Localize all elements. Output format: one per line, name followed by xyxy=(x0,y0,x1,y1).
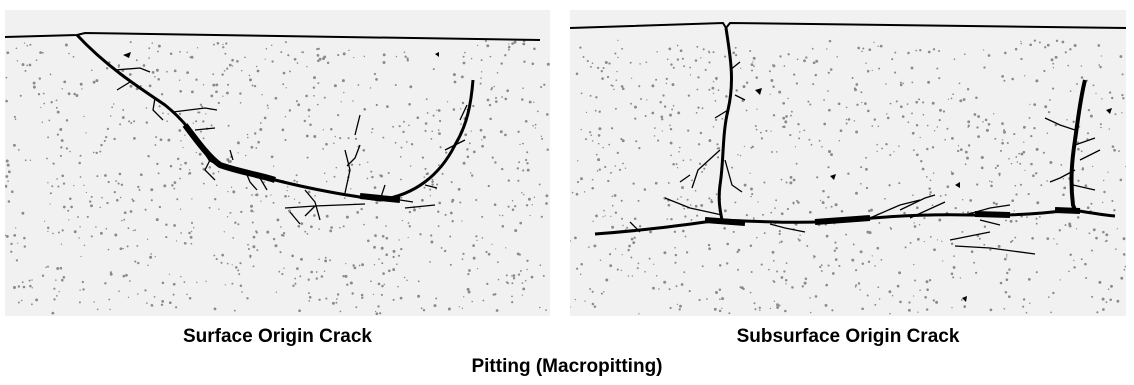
surface-origin-crack-drawing xyxy=(5,31,550,316)
inclusion xyxy=(962,296,967,302)
inclusion xyxy=(1106,108,1112,114)
inclusion xyxy=(435,52,439,57)
material-speckles xyxy=(570,39,1126,315)
subsurface-origin-crack-diagram xyxy=(570,10,1126,316)
horizontal-crack-thick xyxy=(704,207,1081,226)
subsurface-origin-crack-drawing xyxy=(570,21,1126,315)
panel-caption-surface-origin-crack: Surface Origin Crack xyxy=(182,326,373,347)
inclusion xyxy=(955,182,960,188)
surface-origin-crack-diagram xyxy=(5,10,550,316)
material-speckles xyxy=(5,39,550,316)
right-vertical-crack xyxy=(1069,79,1087,211)
branch-cracks xyxy=(114,67,468,225)
inclusion xyxy=(755,88,762,95)
figure-caption: Pitting (Macropitting) xyxy=(471,356,663,377)
branch-cracks xyxy=(629,61,1101,255)
panel-caption-subsurface-origin-crack: Subsurface Origin Crack xyxy=(736,326,960,347)
vertical-crack xyxy=(717,27,733,221)
surface-line xyxy=(570,21,1126,30)
surface-line xyxy=(5,31,541,41)
inclusion xyxy=(830,174,836,180)
inclusion xyxy=(123,52,131,58)
